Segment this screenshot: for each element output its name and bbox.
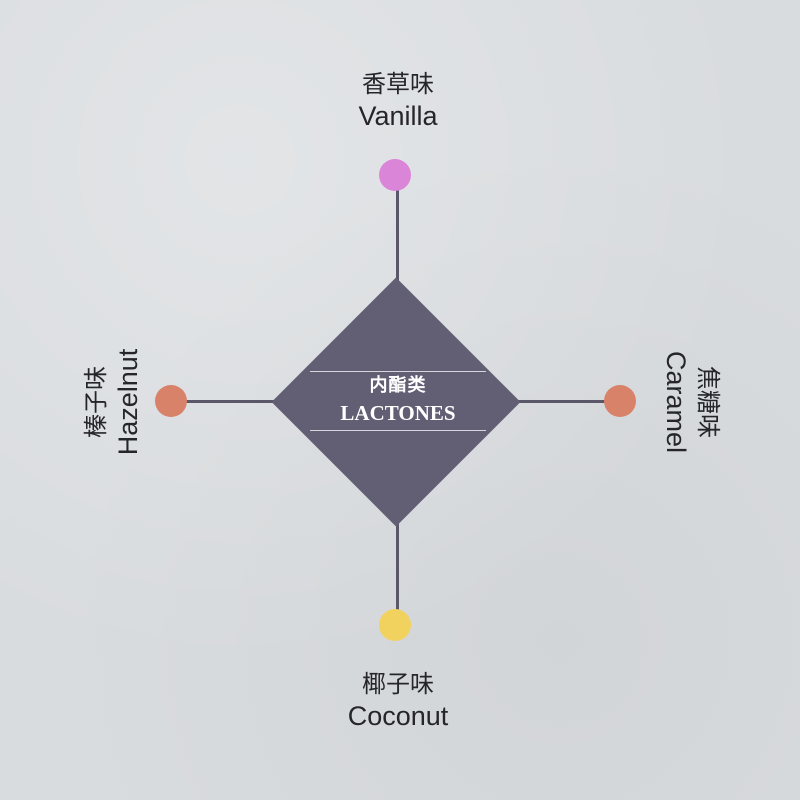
coconut-label-en: Coconut <box>347 701 449 731</box>
connector-bottom <box>396 522 399 612</box>
hazelnut-label: 榛子味 Hazelnut <box>82 304 146 500</box>
caramel-label: 焦糖味 Caramel <box>658 304 722 500</box>
vanilla-label-cn: 香草味 <box>362 71 434 98</box>
connector-right <box>518 400 606 403</box>
caramel-dot <box>604 385 636 417</box>
connector-top <box>396 190 399 282</box>
coconut-label: 椰子味 Coconut <box>300 670 496 732</box>
center-label-cn: 内酯类 <box>369 375 427 395</box>
center-bottom-rule <box>310 430 486 431</box>
vanilla-label: 香草味 Vanilla <box>300 70 496 132</box>
vanilla-dot <box>379 159 411 191</box>
coconut-dot <box>379 609 411 641</box>
coconut-label-cn: 椰子味 <box>362 671 434 698</box>
center-label-en: LACTONES <box>340 401 456 425</box>
vanilla-label-en: Vanilla <box>358 101 438 131</box>
connector-left <box>186 400 276 403</box>
caramel-label-cn: 焦糖味 <box>694 366 721 438</box>
hazelnut-dot <box>155 385 187 417</box>
center-top-rule <box>310 371 486 372</box>
hazelnut-label-en: Hazelnut <box>113 348 143 456</box>
center-label: 内酯类 LACTONES <box>300 370 496 432</box>
hazelnut-label-cn: 榛子味 <box>83 366 110 438</box>
caramel-label-en: Caramel <box>661 350 691 454</box>
